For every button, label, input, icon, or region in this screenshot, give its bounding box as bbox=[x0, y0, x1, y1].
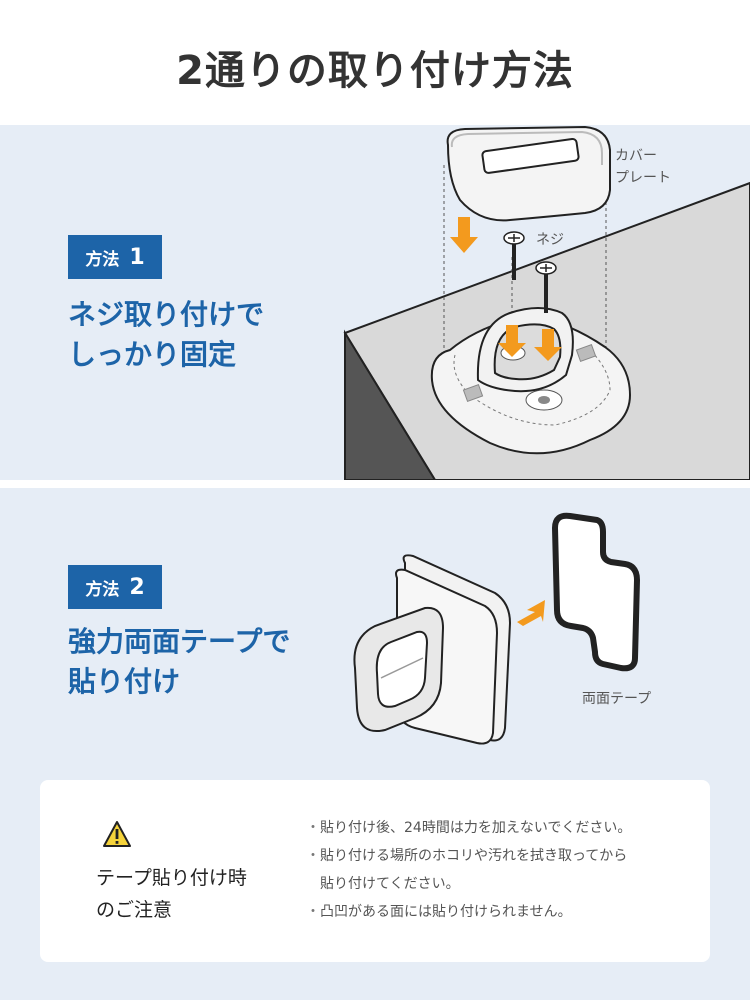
list-item: ・貼り付ける場所のホコリや汚れを拭き取ってから貼り付けてください。 bbox=[306, 848, 628, 892]
method1-badge-number: 1 bbox=[129, 244, 145, 270]
screw-mount-illustration bbox=[343, 125, 750, 480]
caution-title: テープ貼り付け時 のご注意 bbox=[96, 862, 247, 926]
arrow-icon bbox=[517, 600, 545, 626]
caution-note: テープ貼り付け時 のご注意 ・貼り付け後、24時間は力を加えないでください。 ・… bbox=[40, 780, 710, 962]
caution-title-line2: のご注意 bbox=[96, 899, 173, 921]
method2-badge-word: 方法 bbox=[85, 579, 120, 600]
method2-badge-number: 2 bbox=[129, 574, 145, 600]
caution-list: ・貼り付け後、24時間は力を加えないでください。 ・貼り付ける場所のホコリや汚れ… bbox=[306, 814, 631, 926]
method2-heading-line2: 貼り付け bbox=[68, 665, 181, 698]
label-cover-plate: カバー プレート bbox=[615, 145, 671, 189]
method1-badge: 方法 1 bbox=[68, 235, 162, 279]
list-item: ・凸凹がある面には貼り付けられません。 bbox=[306, 904, 572, 920]
method1-heading-line1: ネジ取り付けで bbox=[68, 298, 265, 331]
page-title: 2通りの取り付け方法 bbox=[176, 48, 574, 94]
tape-mount-illustration bbox=[353, 512, 640, 745]
header: 2通りの取り付け方法 bbox=[0, 0, 750, 125]
method2-heading-line1: 強力両面テープで bbox=[68, 625, 291, 658]
method1-heading-line2: しっかり固定 bbox=[68, 338, 237, 371]
caution-title-line1: テープ貼り付け時 bbox=[96, 867, 247, 889]
method2-badge: 方法 2 bbox=[68, 565, 162, 609]
method1-panel: 方法 1 ネジ取り付けで しっかり固定 bbox=[0, 125, 750, 480]
method2-heading: 強力両面テープで 貼り付け bbox=[68, 622, 290, 702]
list-item: ・貼り付け後、24時間は力を加えないでください。 bbox=[306, 820, 632, 836]
arrow-icon bbox=[450, 217, 562, 361]
label-tape: 両面テープ bbox=[582, 691, 652, 707]
label-cover-line2: プレート bbox=[615, 170, 671, 186]
method1-badge-word: 方法 bbox=[85, 249, 120, 270]
method1-heading: ネジ取り付けで しっかり固定 bbox=[68, 295, 264, 375]
label-cover-line1: カバー bbox=[615, 148, 657, 164]
label-screw: ネジ bbox=[536, 232, 564, 248]
screw-icon bbox=[503, 231, 557, 313]
warning-icon bbox=[103, 821, 131, 847]
